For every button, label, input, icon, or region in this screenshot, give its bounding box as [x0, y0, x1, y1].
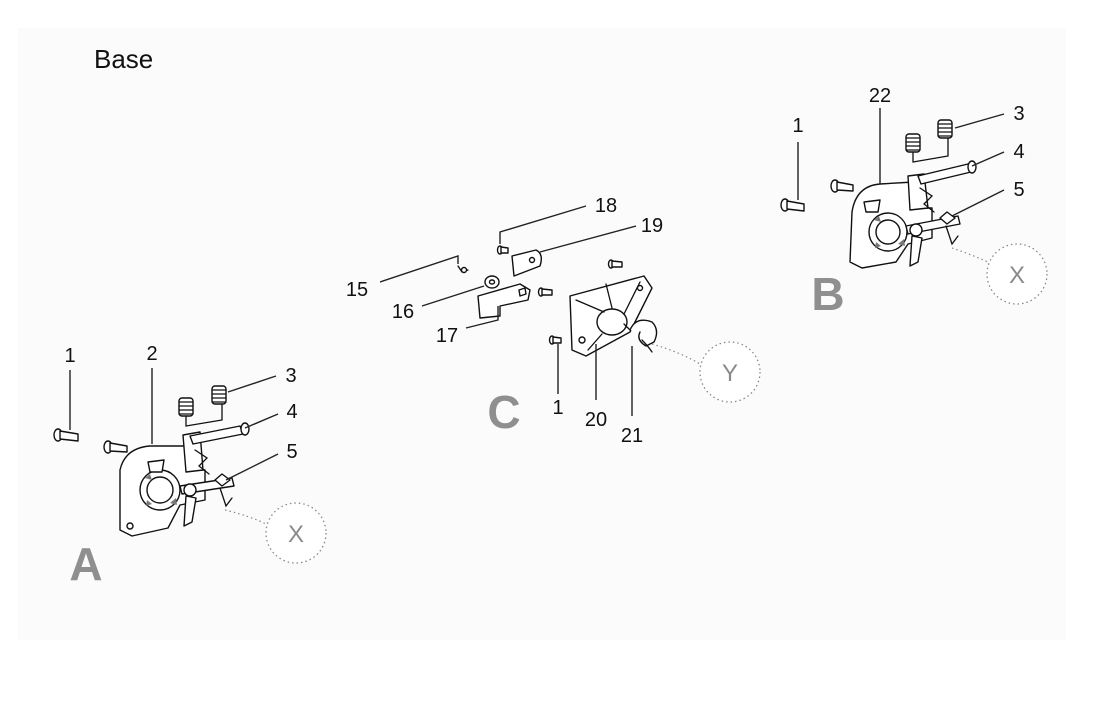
- callout-line-y-c: [651, 343, 701, 365]
- base-plate-part-2-a: [119, 431, 210, 537]
- view-label-b: B: [811, 268, 844, 320]
- label-b-5: 5: [1013, 179, 1024, 201]
- label-a-5: 5: [286, 441, 297, 463]
- leader-a-4: [244, 413, 279, 429]
- assembly-a: 1 2 3: [53, 343, 327, 590]
- label-b-1: 1: [792, 115, 803, 137]
- base-plate-part-22-b: [849, 173, 935, 269]
- label-b-4: 4: [1013, 141, 1024, 163]
- view-label-c: C: [487, 386, 520, 438]
- label-c-21: 21: [621, 425, 643, 447]
- diagram-background: [18, 28, 1066, 640]
- label-a-4: 4: [286, 401, 297, 423]
- leader-b-4: [971, 151, 1005, 167]
- housing-part-20: [569, 275, 653, 357]
- label-b-3: 3: [1013, 103, 1024, 125]
- callout-line-x-b: [951, 247, 989, 263]
- label-c-18: 18: [595, 195, 617, 217]
- assembly-c: 15 16 17 18 19: [346, 195, 761, 447]
- callout-circle-y-c: [699, 341, 761, 403]
- label-a-1: 1: [64, 345, 75, 367]
- label-c-1: 1: [552, 397, 563, 419]
- spring-part-3-a: [178, 385, 227, 427]
- label-a-3: 3: [285, 365, 296, 387]
- callout-circle-x-a: [265, 502, 327, 564]
- view-label-a: A: [69, 538, 102, 590]
- label-b-22: 22: [869, 85, 891, 107]
- plate-part-19: [511, 249, 543, 277]
- clip-part-21: [629, 319, 658, 353]
- rod-part-4-b: [917, 160, 977, 185]
- pin-part-15: [457, 265, 469, 274]
- label-c-16: 16: [392, 301, 414, 323]
- rod-part-4-a: [189, 422, 250, 445]
- spring-part-3-b: [905, 119, 953, 163]
- latch-part-17: [477, 283, 531, 319]
- leader-c-15: [379, 255, 459, 283]
- leader-b-3: [954, 113, 1005, 129]
- leader-c-18: [499, 205, 587, 244]
- label-c-15: 15: [346, 279, 368, 301]
- leader-a-5: [225, 453, 279, 481]
- label-a-2: 2: [146, 343, 157, 365]
- screw-part-1b-b: [830, 179, 854, 193]
- diagram-title: Base: [94, 44, 153, 74]
- leader-c-16: [421, 285, 485, 307]
- callout-circle-x-b: [986, 243, 1048, 305]
- lever-part-5-b: [905, 211, 961, 267]
- washer-part-16: [484, 275, 500, 289]
- leader-c-17: [465, 306, 499, 329]
- label-c-20: 20: [585, 409, 607, 431]
- screw-part-1-b: [780, 198, 805, 212]
- callout-label-x-b: X: [1009, 262, 1025, 289]
- screw-part-18: [496, 245, 509, 255]
- leader-c-19: [539, 225, 637, 253]
- assembly-b: 1 22 3: [780, 85, 1048, 320]
- callout-line-x-a: [224, 509, 267, 525]
- label-c-19: 19: [641, 215, 663, 237]
- label-c-17: 17: [436, 325, 458, 347]
- callout-label-x-a: X: [288, 521, 304, 548]
- screw-part-1b-a: [103, 440, 128, 454]
- screw-part-c-extra: [537, 259, 623, 345]
- lever-part-5-a: [179, 473, 235, 527]
- screw-part-1-a: [53, 428, 79, 442]
- leader-a-3: [227, 375, 277, 393]
- callout-label-y-c: Y: [722, 360, 738, 387]
- leader-b-5: [951, 189, 1005, 217]
